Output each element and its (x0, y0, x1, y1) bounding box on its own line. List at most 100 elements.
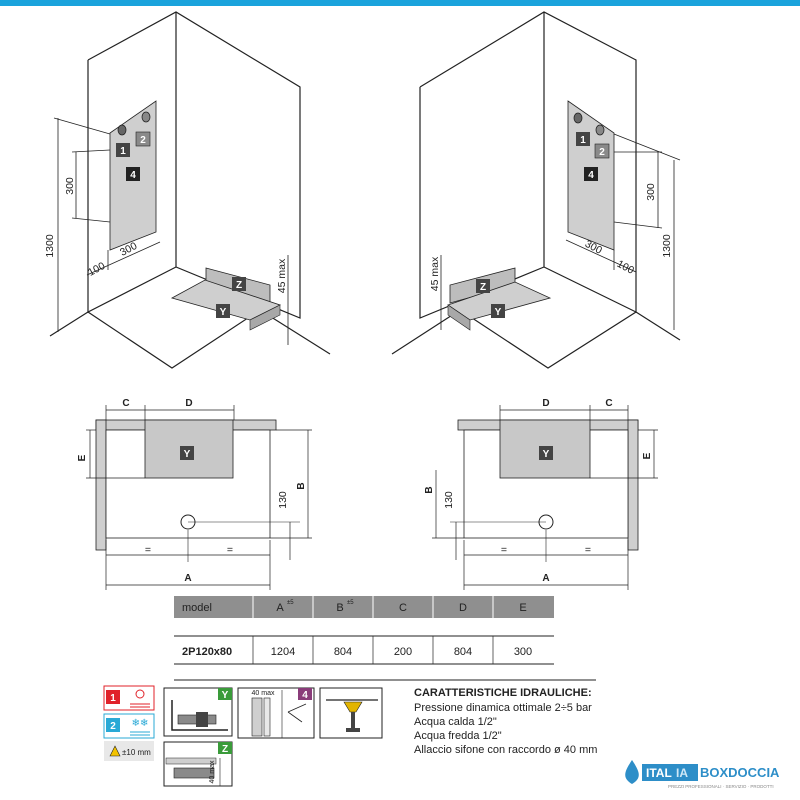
plan-left-view (95, 419, 300, 562)
iso-right-knob-2 (595, 124, 605, 136)
hydraulics-line-1: Pressione dinamica ottimale 2÷5 bar (414, 702, 592, 714)
iso-left-label-z-text: Z (236, 280, 242, 291)
iso-left-label-y-text: Y (220, 307, 227, 318)
plan-right-dim-e: E (642, 452, 653, 459)
iso-left-label-2 (135, 131, 151, 147)
table-header-d: D (459, 602, 467, 614)
iso-right-dim-45: 45 max (429, 256, 441, 291)
plan-left-dim-lines (86, 405, 312, 590)
top-bar (0, 0, 800, 6)
plan-right-dim-d: D (542, 398, 549, 409)
iso-left-knob-2 (141, 111, 151, 123)
plan-left-dim-130: 130 (277, 491, 289, 509)
hydraulics-line-2: Acqua calda 1/2" (414, 716, 497, 728)
detail-z-dim: 40 max (209, 760, 216, 783)
iso-right-label-y (491, 304, 505, 318)
iso-right-label-4 (584, 167, 598, 181)
plan-left-label-y (180, 446, 194, 460)
sun-icon (135, 689, 145, 699)
snowflake-icon: ❄❄ (132, 718, 149, 729)
iso-right-view (391, 11, 681, 369)
plan-right-label-y (539, 446, 553, 460)
iso-right-label-y-text: Y (495, 307, 502, 318)
table-header-b: B (336, 602, 343, 614)
hydraulics-title: CARATTERISTICHE IDRAULICHE: (414, 687, 592, 699)
iso-left-label-z (232, 277, 246, 291)
table-header-b-tol: ±5 (347, 600, 354, 606)
iso-left-label-1-text: 1 (120, 146, 126, 157)
detail-foot (319, 687, 383, 739)
detail-4-label: 4 (302, 690, 308, 701)
plan-left-dim-b: B (296, 482, 307, 489)
plan-right-dim-b: B (424, 486, 435, 493)
iso-right-floor-edge (459, 309, 637, 369)
plan-left-eq-1: = (145, 544, 151, 556)
iso-right-label-4-text: 4 (588, 170, 594, 181)
iso-right-dim-300v: 300 (645, 183, 657, 201)
table-cell-a: 1204 (271, 646, 295, 658)
legend-hot-num: 1 (110, 693, 116, 704)
plan-left-dim-d: D (185, 398, 192, 409)
iso-left-dim-1300: 1300 (44, 234, 56, 258)
plan-left-dim-c: C (122, 398, 129, 409)
plan-left-dim-e: E (77, 454, 88, 461)
legend-cold: ❄❄ (103, 713, 155, 739)
brand-logo-right: BOXDOCCIA (700, 765, 780, 780)
iso-right-knob-1 (573, 112, 583, 124)
plan-right-eq-1: = (501, 544, 507, 556)
legend-hot (103, 685, 155, 711)
iso-left-dim-lines (53, 117, 161, 332)
table-cell-c: 200 (394, 646, 412, 658)
table-header-model: model (182, 602, 212, 614)
legend-warning-text: ±10 mm (122, 748, 151, 757)
legend-warning (104, 741, 154, 761)
table-header-a: A (276, 602, 284, 614)
plan-right-dim-130: 130 (443, 491, 455, 509)
detail-z (163, 741, 233, 787)
brand-tagline: PREZZI PROFESSIONALI · SERVIZIO · PRODOT… (668, 784, 774, 789)
plan-right-view (450, 419, 639, 562)
iso-right-label-2 (594, 143, 610, 159)
iso-right-dim-lines (565, 133, 681, 330)
iso-right-label-1-text: 1 (580, 135, 586, 146)
plan-left-dim-a: A (184, 573, 191, 584)
plan-left-eq-2: = (227, 544, 233, 556)
table-header-a-tol: ±5 (287, 600, 294, 606)
detail-z-label: Z (222, 744, 228, 755)
plan-right-eq-2: = (585, 544, 591, 556)
brand-logo (625, 760, 698, 784)
iso-right-dim-100: 100 (615, 258, 636, 277)
iso-left-floor-edge (87, 309, 261, 369)
legend-cold-num: 2 (110, 721, 116, 732)
table-cell-e: 300 (514, 646, 532, 658)
table-header-c: C (399, 602, 407, 614)
brand-logo-left: ITAL (646, 766, 672, 780)
table-cell-d: 804 (454, 646, 472, 658)
hydraulics-line-4: Allaccio sifone con raccordo ø 40 mm (414, 744, 597, 756)
detail-40max (237, 687, 315, 739)
iso-right-label-z-text: Z (480, 282, 486, 293)
iso-left-label-4-text: 4 (130, 170, 136, 181)
warning-icon (109, 745, 121, 757)
detail-y-label: Y (222, 690, 229, 701)
iso-left-knob-1 (117, 124, 127, 136)
iso-right-label-1 (576, 132, 590, 146)
table-header-bg (174, 596, 554, 618)
iso-left-label-1 (116, 143, 130, 157)
iso-left-dim-45: 45 max (276, 258, 288, 293)
plan-right-dim-c: C (605, 398, 612, 409)
iso-right-label-z (476, 279, 490, 293)
iso-right-label-2-text: 2 (599, 147, 605, 158)
table-header-e: E (519, 602, 526, 614)
iso-right-dim-1300: 1300 (661, 234, 673, 258)
table-cell-model: 2P120x80 (182, 646, 232, 658)
table-cell-b: 804 (334, 646, 352, 658)
hydraulics-line-3: Acqua fredda 1/2" (414, 730, 502, 742)
spec-table (174, 596, 596, 681)
droplet-icon (625, 760, 639, 784)
iso-left-dim-100: 100 (86, 260, 107, 279)
plan-right-dim-lines (432, 405, 658, 590)
brand-logo-mid: IA (676, 766, 688, 780)
detail-y (163, 687, 233, 737)
